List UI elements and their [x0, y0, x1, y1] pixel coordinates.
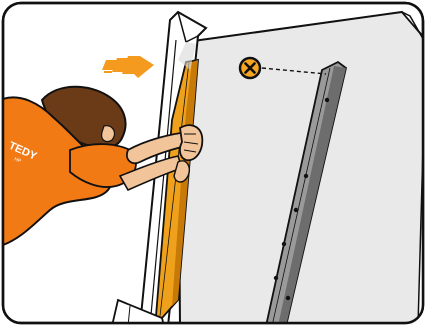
- x-circle-icon: [240, 58, 260, 78]
